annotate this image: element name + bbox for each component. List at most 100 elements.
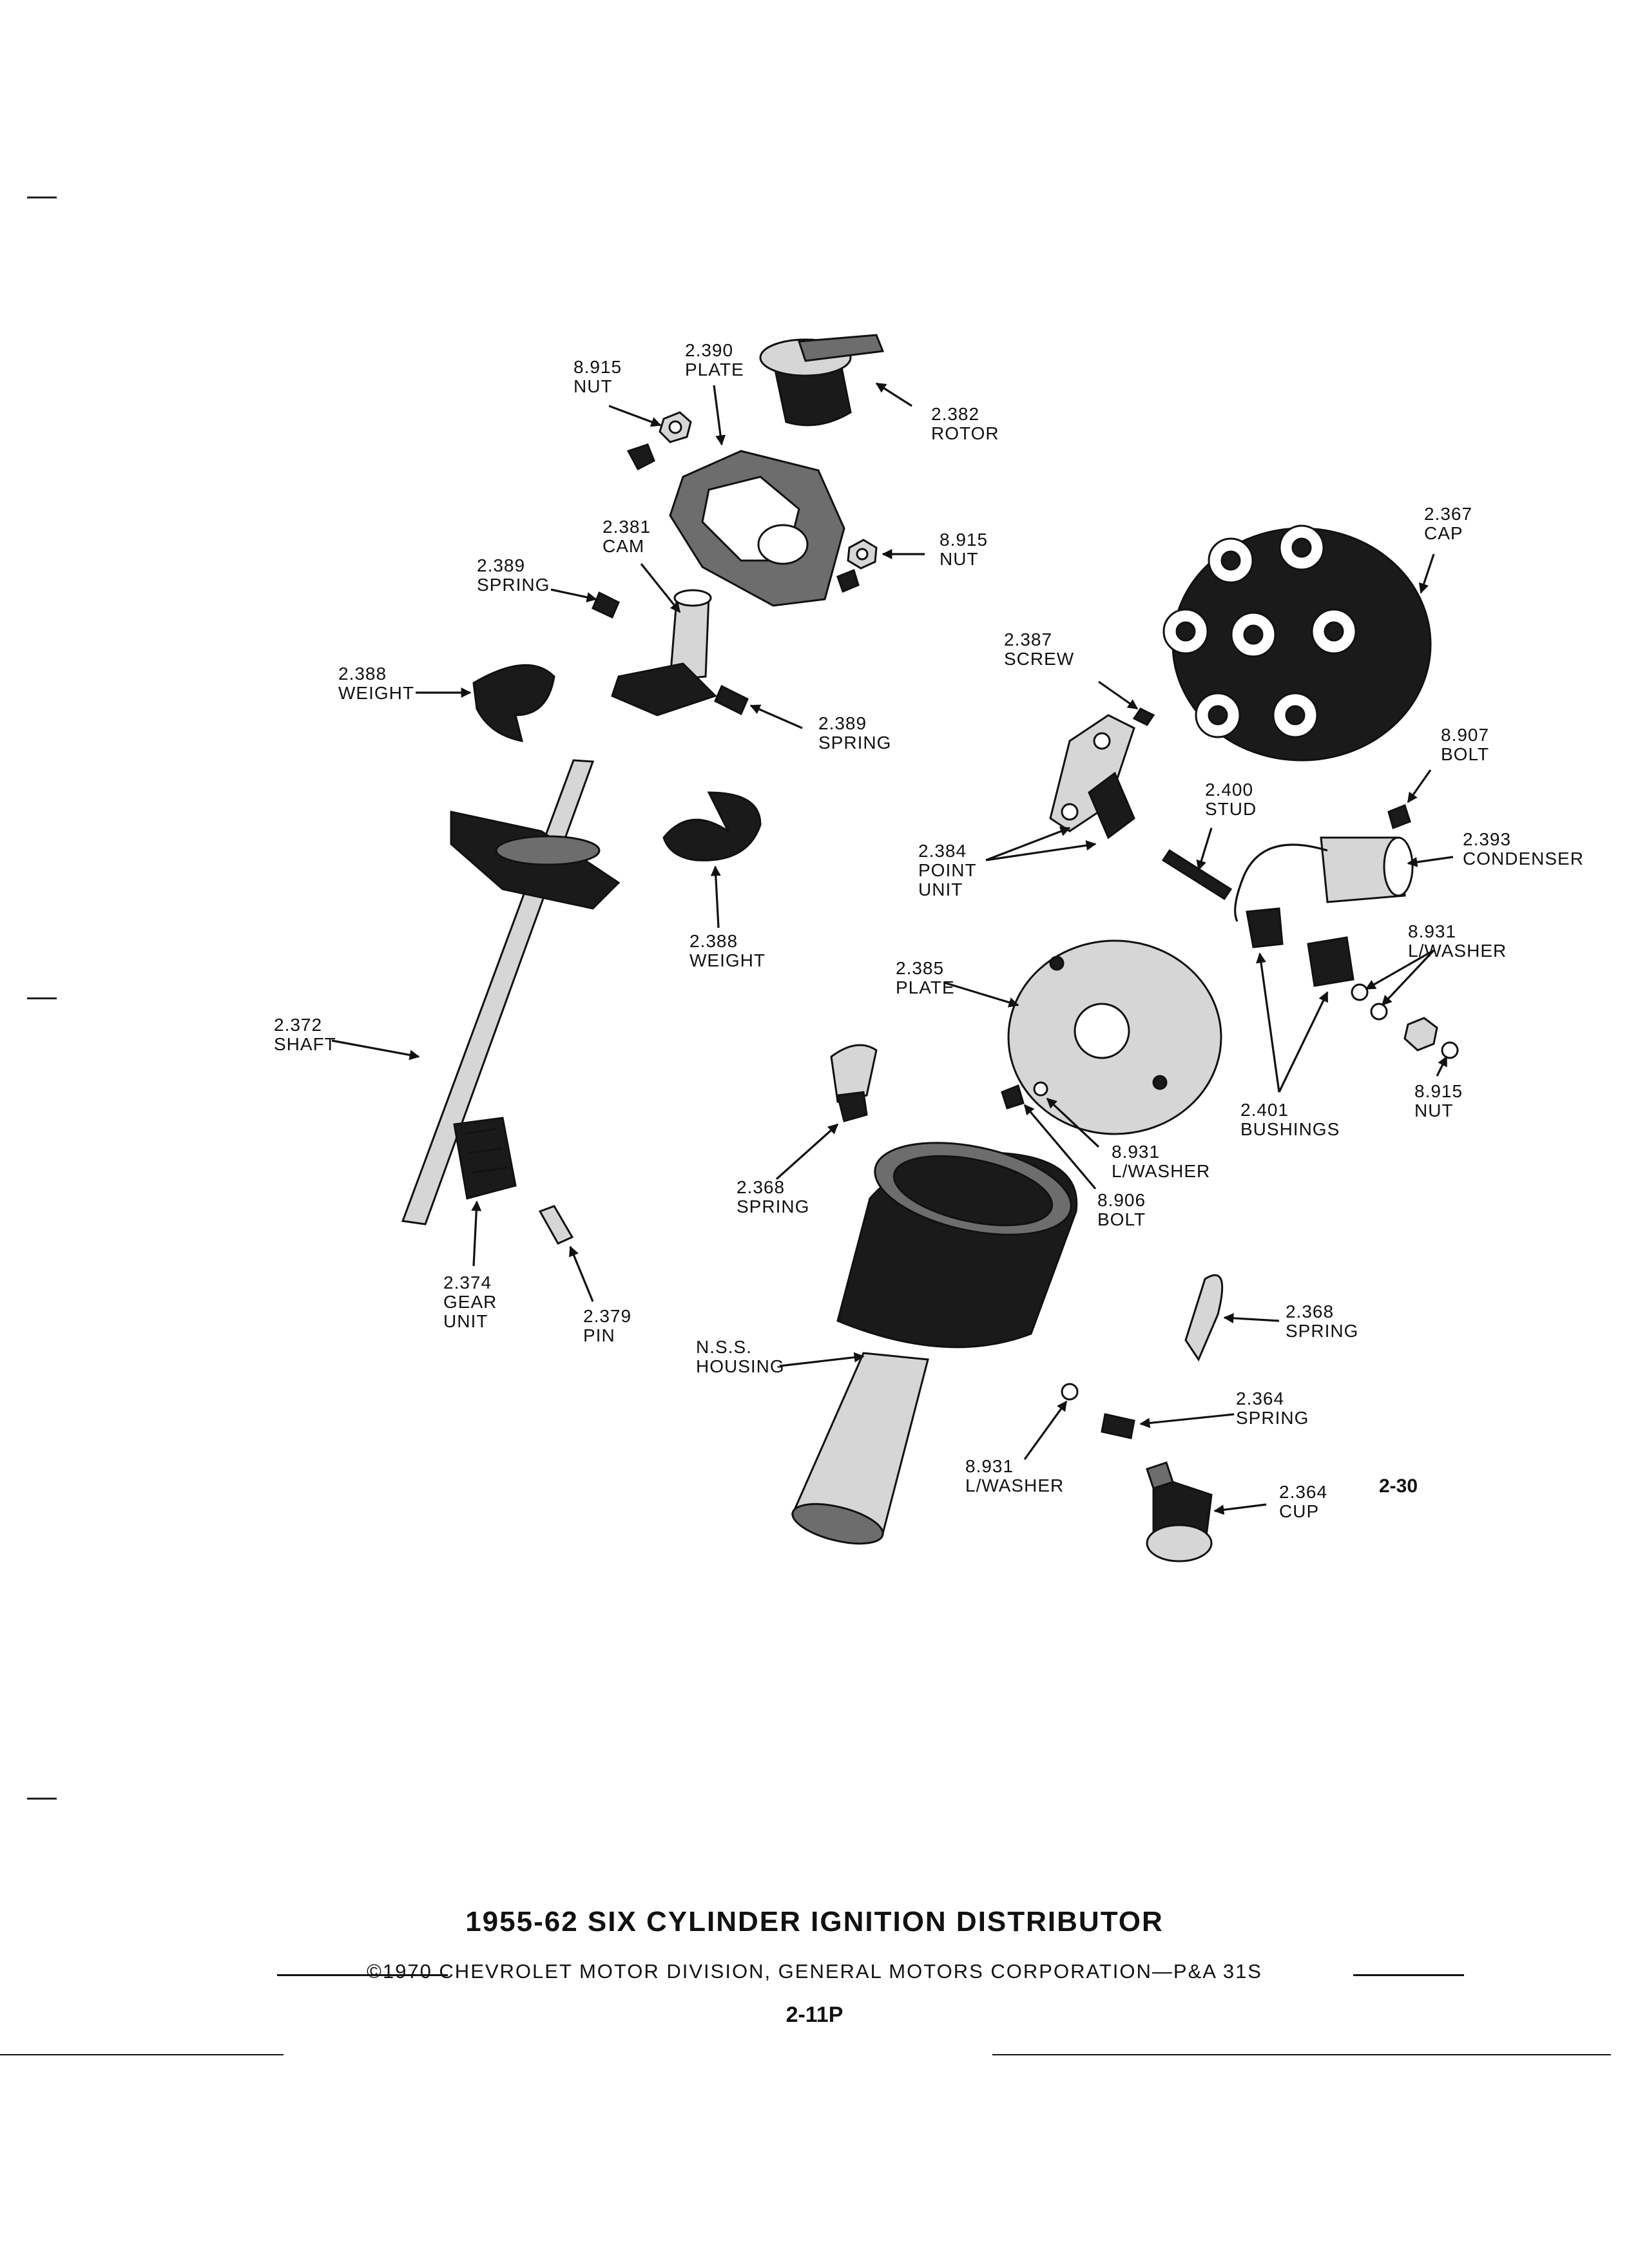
spring-clip-part-left	[830, 1044, 878, 1122]
leader-lines	[331, 382, 1454, 1515]
callout-name: SPRING	[1286, 1321, 1358, 1341]
callout-number: 8.906	[1097, 1190, 1146, 1210]
callout-name: POINT	[918, 860, 977, 880]
callout-name: BOLT	[1097, 1209, 1146, 1229]
callout-number: 2.387	[1004, 629, 1052, 649]
plate-bolt-part	[1001, 1081, 1048, 1110]
callout-name: NUT	[1414, 1100, 1454, 1120]
cam-part	[611, 589, 717, 716]
callout-number: 2.401	[1240, 1100, 1289, 1120]
callout-name: PLATE	[685, 360, 744, 380]
callout-name: CAP	[1424, 523, 1463, 543]
screw-part	[1132, 707, 1155, 726]
callout-number: 2.372	[274, 1015, 322, 1035]
breaker-plate-part	[1007, 939, 1222, 1135]
callout-name: L/WASHER	[1408, 941, 1507, 961]
weight-spring-part-1	[592, 591, 620, 619]
vacuum-plate-part	[669, 450, 845, 607]
callout-name: UNIT	[918, 879, 963, 899]
bushings-part	[1246, 907, 1354, 987]
bottom-rule-left	[0, 2054, 284, 2055]
margin-mark	[27, 197, 57, 198]
callout-name: GEAR	[443, 1292, 497, 1312]
callout-name: SCREW	[1004, 649, 1074, 669]
callout-number: 2.385	[896, 958, 944, 978]
callout-number: 8.931	[1408, 921, 1456, 941]
callout-name: PIN	[583, 1325, 615, 1345]
callout-number: 2.364	[1236, 1389, 1284, 1408]
lockwasher-nut-part-right	[1351, 983, 1459, 1059]
callout-name: ROTOR	[931, 423, 999, 443]
callout-number: 2.367	[1424, 504, 1472, 524]
coil-spring-part	[1101, 1413, 1135, 1439]
condenser-part	[1234, 836, 1414, 922]
callout-number: 2.379	[583, 1306, 631, 1326]
callout-number: 8.915	[940, 530, 988, 550]
callout-number: 8.915	[1414, 1081, 1463, 1101]
copyright-rule-right	[1353, 1974, 1464, 1976]
callout-name: STUD	[1205, 799, 1257, 819]
callout-number: 2.388	[689, 931, 738, 951]
callout-number: 8.931	[1112, 1142, 1160, 1162]
callout-name: NUT	[940, 549, 979, 569]
callout-number: 2.374	[443, 1273, 492, 1293]
nut-part-top	[626, 411, 692, 471]
shaft-part	[401, 759, 621, 1225]
callout-number: 2.389	[818, 713, 867, 733]
spring-clip-part-right	[1184, 1274, 1224, 1362]
callout-name: WEIGHT	[338, 683, 414, 703]
callout-number: 8.915	[574, 357, 622, 377]
point-unit-part	[1049, 714, 1135, 840]
bottom-rule-right	[992, 2054, 1611, 2055]
callout-name: BUSHINGS	[1240, 1119, 1340, 1139]
callout-number: N.S.S.	[696, 1337, 752, 1357]
stud-part	[1161, 849, 1233, 901]
callout-name: CUP	[1279, 1501, 1319, 1521]
page-title: 1955-62 SIX CYLINDER IGNITION DISTRIBUTO…	[465, 1906, 1164, 1937]
callout-name: WEIGHT	[689, 950, 766, 970]
callout-number: 2.368	[737, 1177, 785, 1197]
cup-part	[1146, 1461, 1213, 1562]
callout-name: SPRING	[477, 575, 550, 595]
callout-number: 2.364	[1279, 1482, 1327, 1502]
callout-number: 2.382	[931, 404, 979, 424]
margin-mark	[27, 1798, 57, 1800]
callout-name: CONDENSER	[1463, 849, 1584, 869]
lockwasher-part-bottom	[1061, 1383, 1079, 1401]
callout-number: 2.400	[1205, 780, 1253, 800]
copyright-line: ©1970 CHEVROLET MOTOR DIVISION, GENERAL …	[367, 1960, 1262, 1983]
callout-number: 8.931	[965, 1456, 1014, 1476]
callout-name: SHAFT	[274, 1034, 336, 1054]
callout-number: 2.393	[1463, 829, 1511, 849]
pin-part	[538, 1205, 574, 1245]
figure-number: 2-30	[1379, 1475, 1418, 1497]
callout-name: L/WASHER	[1112, 1161, 1210, 1181]
weight-spring-part-2	[714, 684, 749, 716]
callout-number: 2.381	[602, 517, 651, 537]
callout-name: CAM	[602, 536, 644, 556]
callout-number: 2.384	[918, 841, 967, 861]
callout-number: 2.389	[477, 555, 525, 575]
gear-unit-part	[453, 1117, 517, 1200]
callout-number: 2.390	[685, 340, 733, 360]
callout-number: 2.388	[338, 664, 387, 684]
copyright-rule-left	[277, 1974, 448, 1976]
callout-name: SPRING	[1236, 1408, 1309, 1428]
callout-name: L/WASHER	[965, 1475, 1064, 1495]
rotor-part	[759, 334, 885, 427]
housing-part	[791, 1142, 1078, 1545]
callout-name: BOLT	[1441, 744, 1489, 764]
advance-weight-part-center	[662, 791, 762, 861]
margin-mark	[27, 997, 57, 999]
callout-name: PLATE	[896, 977, 955, 997]
callout-labels: 8.915 NUT 2.390 PLATE 2.382 ROTOR 2.381 …	[274, 340, 1584, 1521]
page-number: 2-11P	[786, 2003, 843, 2027]
callout-name: NUT	[574, 376, 613, 396]
callout-name: SPRING	[737, 1196, 809, 1216]
callout-name: UNIT	[443, 1311, 488, 1331]
condenser-bolt-part	[1387, 804, 1411, 829]
callout-number: 8.907	[1441, 725, 1489, 745]
advance-weight-part-left	[472, 664, 555, 742]
callout-number: 2.368	[1286, 1302, 1334, 1321]
